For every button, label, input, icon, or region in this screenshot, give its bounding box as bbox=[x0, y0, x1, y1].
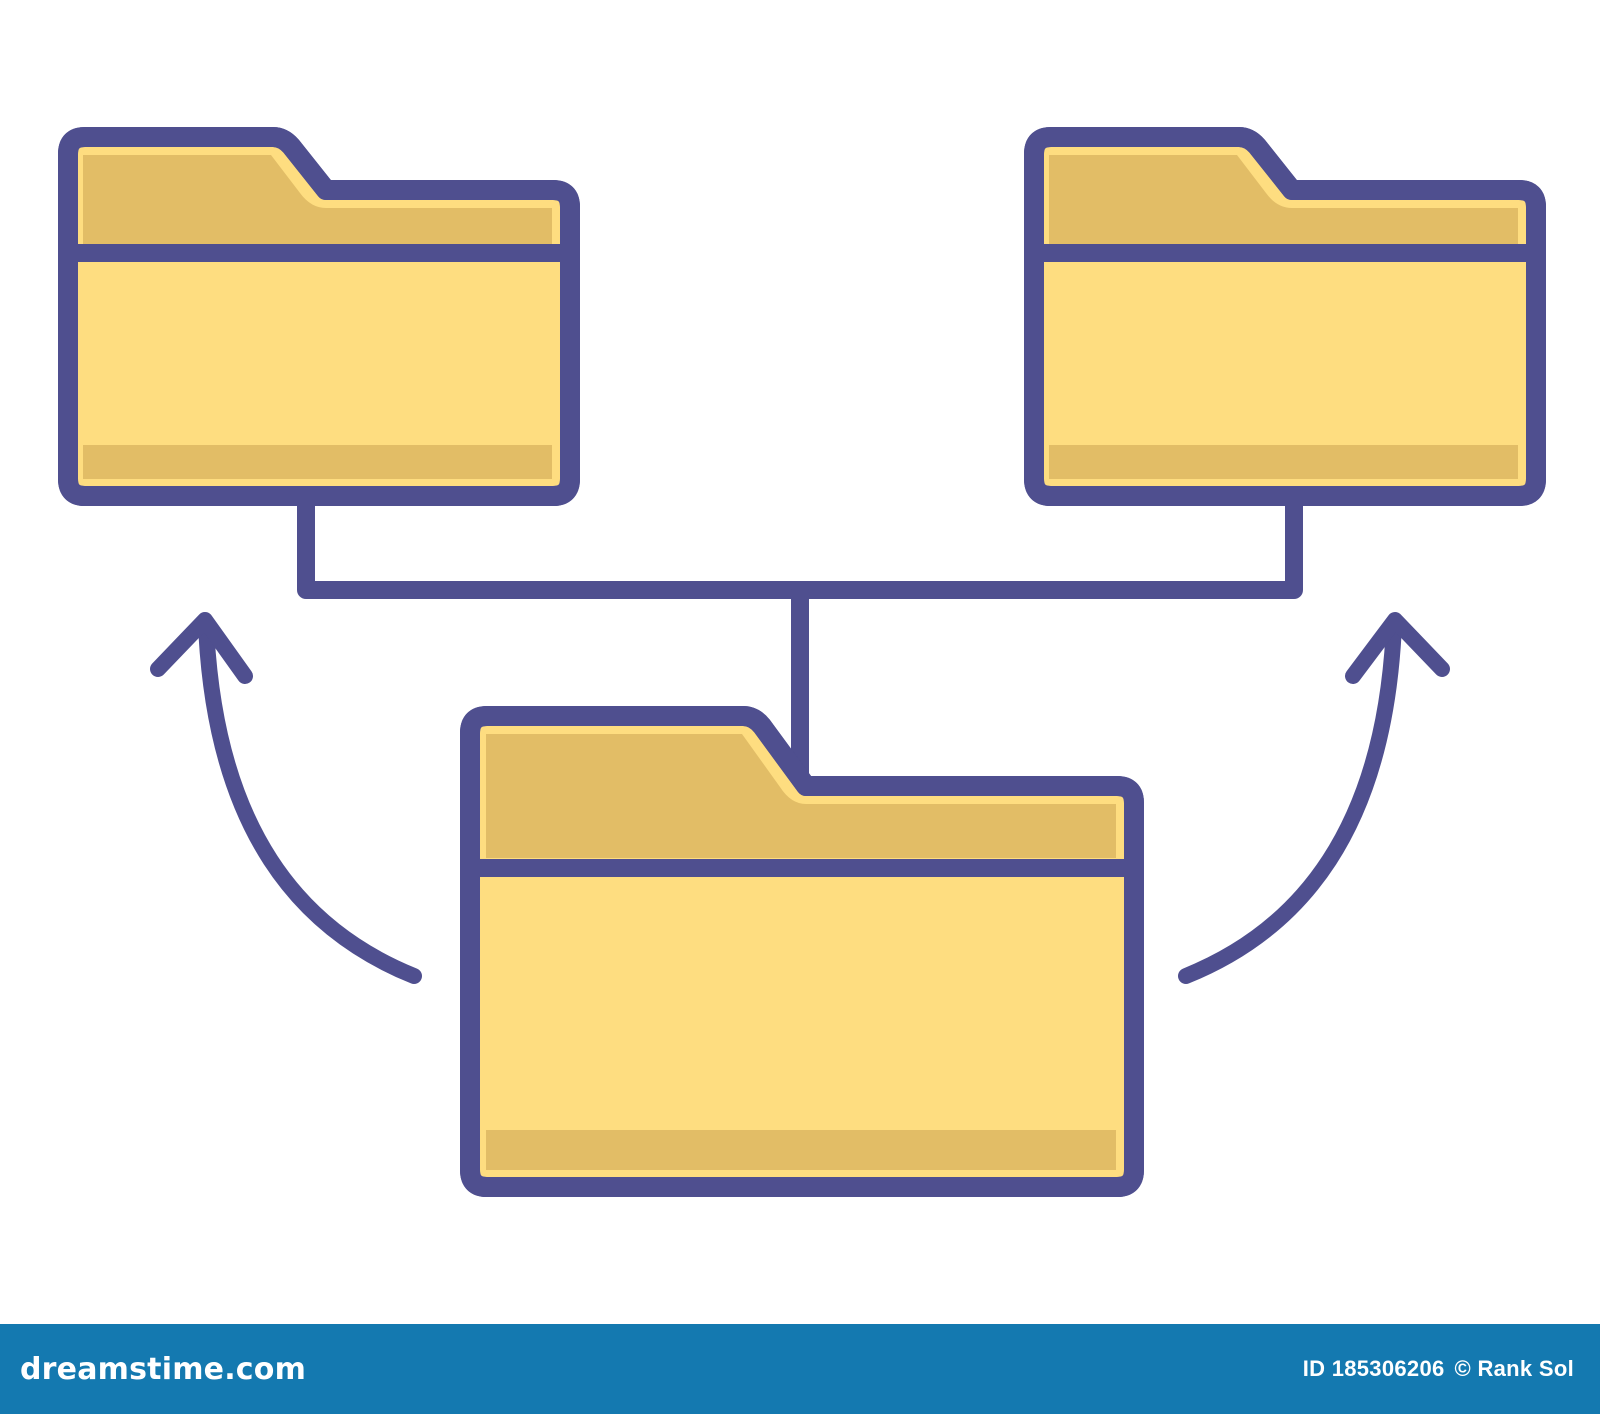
curved-arrow-up-icon-right bbox=[1178, 612, 1450, 984]
folder-icon-top-right bbox=[1024, 127, 1546, 506]
connector-top-branch bbox=[297, 491, 1303, 599]
author-credit: © Rank Sol bbox=[1454, 1356, 1574, 1381]
footer-bar: dreamstime.com ID 185306206 © Rank Sol bbox=[0, 1324, 1600, 1414]
folder-connector-lines bbox=[297, 491, 1303, 797]
folder-icon-top-left bbox=[58, 127, 580, 506]
folder-icon-bottom-center bbox=[460, 706, 1144, 1197]
image-credit: ID 185306206 © Rank Sol bbox=[1303, 1356, 1574, 1382]
image-id: ID 185306206 bbox=[1302, 1356, 1445, 1381]
brand-logo-text: dreamstime.com bbox=[20, 1351, 307, 1387]
folder-distribution-illustration bbox=[58, 127, 1546, 1197]
curved-arrow-up-icon-left bbox=[150, 612, 422, 984]
